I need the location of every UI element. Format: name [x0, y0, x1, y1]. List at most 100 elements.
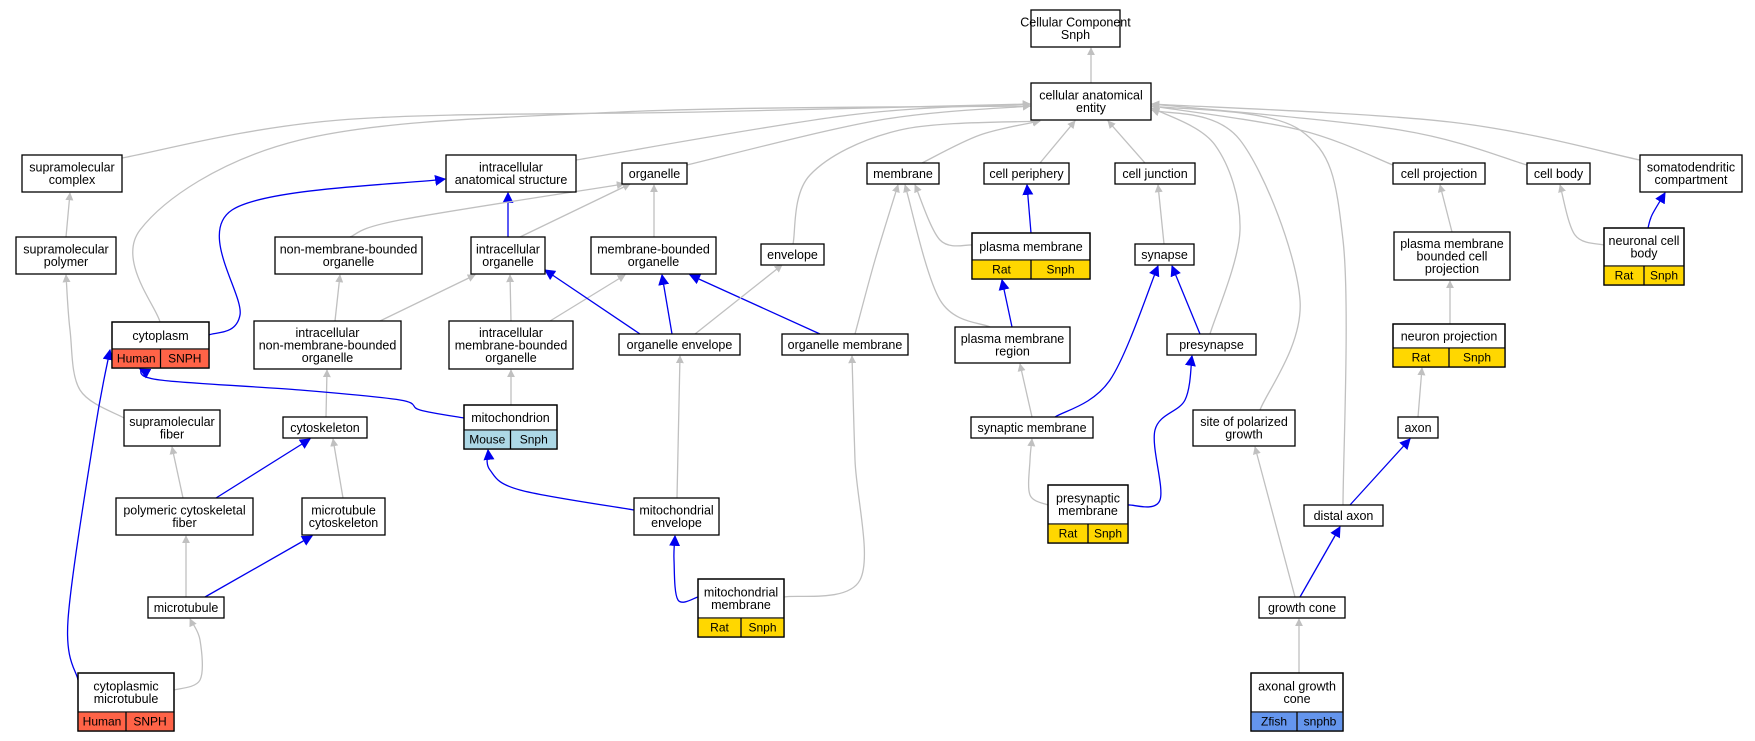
node-box	[448, 320, 574, 370]
species-tag-label: Snph	[1463, 351, 1491, 365]
node-label-line: non-membrane-bounded	[280, 243, 418, 257]
node-label-line: intracellular	[476, 243, 540, 257]
node-label-line: mitochondrial	[639, 504, 713, 518]
node-label-line: growth cone	[1268, 601, 1336, 615]
edge-is-a-plasma-membrane-to-membrane	[914, 184, 973, 247]
node-cell-periphery[interactable]: cell periphery	[983, 162, 1070, 185]
node-label-line: intracellular	[296, 326, 360, 340]
node-membrane[interactable]: membrane	[866, 162, 940, 185]
node-intracellular-nmb-organelle[interactable]: intracellularnon-membrane-boundedorganel…	[253, 320, 402, 370]
species-tag-label: SNPH	[168, 352, 201, 366]
node-distal-axon[interactable]: distal axon	[1303, 504, 1384, 527]
node-label-line: cell periphery	[989, 167, 1064, 181]
node-label-line: membrane	[711, 598, 771, 612]
node-box	[1397, 416, 1439, 439]
node-cytoskeleton[interactable]: cytoskeleton	[282, 416, 368, 439]
node-label-line: synaptic membrane	[977, 421, 1086, 435]
node-label-line: microtubule	[311, 504, 376, 518]
node-label-line: cell body	[1534, 167, 1584, 181]
node-border	[1392, 323, 1506, 368]
node-synaptic-membrane[interactable]: synaptic membrane	[970, 416, 1094, 439]
node-growth-cone[interactable]: growth cone	[1258, 596, 1346, 619]
node-box	[1030, 82, 1152, 121]
species-tag-label: Snph	[748, 621, 776, 635]
species-tag-cell	[972, 260, 1031, 279]
node-organelle-envelope[interactable]: organelle envelope	[618, 333, 741, 356]
node-label-line: cytoskeleton	[290, 421, 360, 435]
node-box	[621, 162, 688, 185]
node-organelle-membrane[interactable]: organelle membrane	[781, 333, 909, 356]
edge-is-a-site-of-polarized-growth-to-cae	[1151, 108, 1301, 411]
node-label-line: synapse	[1141, 248, 1188, 262]
node-label-line: Snph	[1061, 28, 1090, 42]
node-label-line: cell projection	[1401, 167, 1477, 181]
edge-is-a-cytoskeleton-to-intracellular-nmb-organelle	[322, 369, 331, 418]
node-box	[1393, 231, 1511, 281]
node-label-line: intracellular	[479, 326, 543, 340]
node-box	[15, 236, 117, 275]
node-label-line: complex	[49, 173, 96, 187]
edge-is-a-intracellular-organelle-to-organelle	[519, 183, 631, 238]
node-microtubule[interactable]: microtubule	[147, 596, 225, 619]
edge-is-a-synapse-to-cell-junction	[1154, 184, 1165, 245]
species-tag-cell	[126, 712, 174, 731]
node-label-line: membrane-bounded	[597, 243, 710, 257]
node-label-line: polymer	[44, 255, 88, 269]
node-label-line: anatomical structure	[455, 173, 568, 187]
edge-is-a-neuronal-cell-body-to-cell-body	[1558, 184, 1605, 246]
edge-part-of-presynaptic-membrane-to-presynapse	[1127, 354, 1196, 508]
node-axon[interactable]: axon	[1397, 416, 1439, 439]
node-envelope[interactable]: envelope	[760, 243, 825, 266]
node-box	[866, 162, 940, 185]
edge-is-a-non-membrane-bounded-organelle-to-organelle	[349, 181, 625, 238]
node-label-line: microtubule	[94, 692, 159, 706]
node-synapse[interactable]: synapse	[1134, 243, 1195, 266]
species-tag-label: Rat	[1412, 351, 1431, 365]
node-cell-junction[interactable]: cell junction	[1114, 162, 1196, 185]
edge-is-a-pm-bounded-cell-projection-to-cell-projection	[1437, 184, 1453, 233]
node-label-line: mitochondrion	[471, 411, 550, 425]
edge-is-a-intracellular-mb-organelle-to-intracellular-organelle	[506, 274, 515, 322]
node-presynapse[interactable]: presynapse	[1166, 333, 1257, 356]
node-box	[1258, 596, 1346, 619]
edge-is-a-intracellular-nmb-organelle-to-non-membrane-bounded-organelle	[334, 274, 344, 322]
edge-is-a-somatodendritic-to-cae	[1151, 100, 1641, 161]
node-label-line: neuronal cell	[1609, 234, 1680, 248]
edge-part-of-organelle-membrane-to-membrane-bounded-organelle	[688, 274, 821, 335]
node-label-line: site of polarized	[1200, 415, 1288, 429]
node-cell-projection[interactable]: cell projection	[1392, 162, 1486, 185]
node-label-line: supramolecular	[29, 161, 114, 175]
node-cell-body[interactable]: cell body	[1526, 162, 1591, 185]
edge-is-a-cytoplasmic-microtubule-to-microtubule	[173, 618, 203, 691]
node-organelle[interactable]: organelle	[621, 162, 688, 185]
edge-part-of-organelle-envelope-to-intracellular-organelle	[544, 269, 641, 335]
node-label-line: supramolecular	[23, 243, 108, 257]
node-box	[1134, 243, 1195, 266]
